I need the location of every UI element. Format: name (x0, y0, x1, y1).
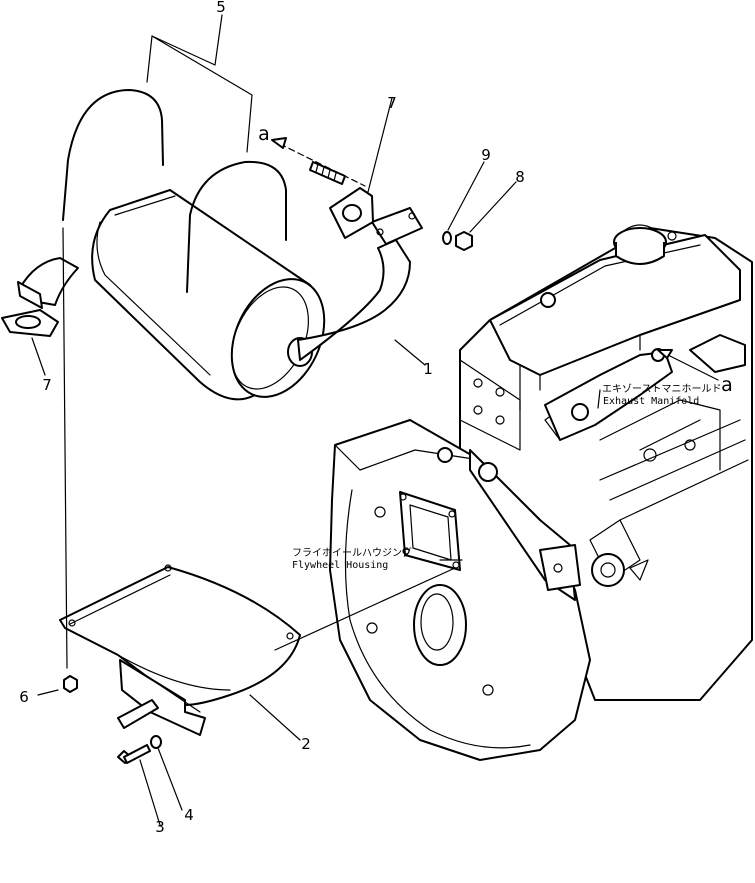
label-flywheel-housing-en: Flywheel Housing (292, 560, 388, 571)
reference-a-upper: a (258, 123, 270, 145)
muffler-bracket (59, 564, 301, 736)
washer-4 (150, 735, 162, 749)
bolt-3 (117, 744, 151, 764)
callout-5: 5 (216, 0, 226, 16)
label-flywheel-housing-jp: フライホイールハウジング (292, 546, 412, 559)
elbow-pipe-left (17, 257, 79, 309)
callout-7-upper: 7 (387, 94, 397, 112)
nut-6 (63, 675, 78, 693)
callout-7-lower: 7 (42, 376, 52, 394)
muffler (91, 189, 326, 401)
callout-4: 4 (184, 806, 194, 824)
callout-2: 2 (301, 735, 311, 753)
stud-bolt (309, 161, 346, 185)
u-bolts (62, 89, 287, 293)
leader-lines (31, 14, 719, 826)
gasket-lower (1, 309, 59, 337)
exhaust-pipe (297, 207, 423, 361)
flywheel-housing (329, 419, 649, 761)
washer-9 (442, 231, 452, 245)
callout-9: 9 (481, 146, 491, 164)
nut-8 (455, 231, 473, 251)
callout-1: 1 (423, 360, 433, 378)
exhaust-manifold (544, 334, 746, 441)
cylinder-head-cover (489, 224, 741, 391)
label-exhaust-manifold-en: Exhaust Manifold (603, 396, 699, 407)
callout-6: 6 (19, 688, 29, 706)
reference-a-lower: a (721, 374, 733, 396)
pin (117, 699, 159, 729)
callout-3: 3 (155, 818, 165, 836)
callout-8: 8 (515, 168, 525, 186)
gasket-upper (329, 187, 374, 239)
label-exhaust-manifold-jp: エキゾーストマニホールド (602, 383, 722, 395)
